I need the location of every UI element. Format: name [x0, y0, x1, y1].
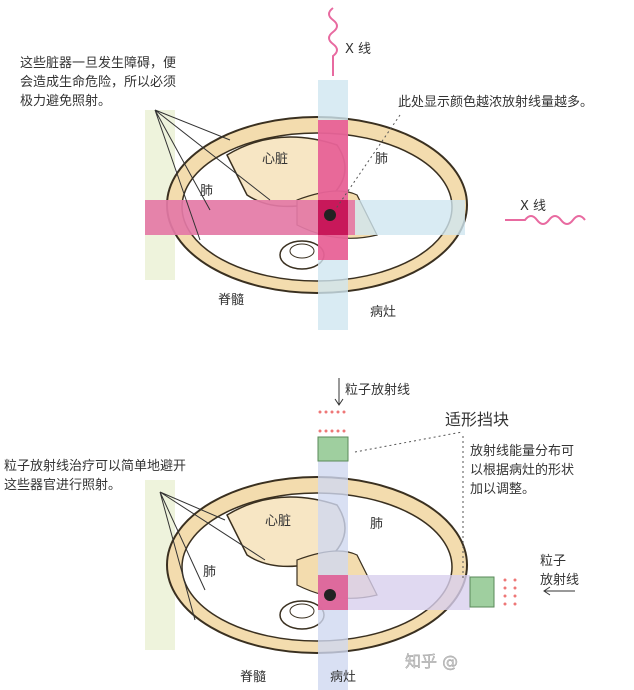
- particle-right-line-1: 粒子: [540, 554, 566, 569]
- lesion-label-bottom: 病灶: [330, 670, 356, 685]
- particle-dots: [318, 410, 517, 606]
- compensator-title: 适形挡块: [445, 410, 509, 429]
- heart-label-bottom: 心脏: [265, 514, 291, 529]
- spinal-cord-label-bottom: 脊髓: [240, 670, 266, 685]
- particle-arrow-down-icon: [334, 378, 344, 406]
- xray-wave-top-icon: [328, 7, 338, 76]
- bottom-panel: 粒子放射线 适形挡块 放射线能量分布可 以根据病灶的形状 加以调整。 粒子 放射…: [4, 378, 579, 690]
- note-leader: [334, 114, 401, 211]
- particle-arrow-left-icon: [543, 586, 575, 596]
- lung-right-label: 肺: [375, 152, 388, 167]
- intensity-note: 此处显示颜色越浓放射线量越多。: [398, 94, 593, 110]
- pointer-lines: [154, 109, 271, 241]
- compensator-line-1: 放射线能量分布可: [470, 443, 574, 459]
- pointer-lines-bottom: [159, 491, 266, 621]
- lung-right-label-bottom: 肺: [370, 517, 383, 532]
- lesion-dot-bottom: [324, 589, 336, 601]
- compensator-block-right: [469, 576, 495, 608]
- spinal-cord-label: 脊髓: [218, 293, 244, 308]
- xray-top-label: X 线: [345, 42, 371, 57]
- lung-left-label-bottom: 肺: [203, 565, 216, 580]
- vertical-dose: [318, 120, 348, 260]
- heart-label: 心脏: [262, 152, 288, 167]
- watermark: 知乎 @: [405, 652, 458, 671]
- particle-top-label: 粒子放射线: [345, 382, 410, 398]
- xray-right-label: X 线: [520, 199, 546, 214]
- lesion-dot: [324, 209, 336, 221]
- warning-line-2: 会造成生命危险，所以必须: [20, 74, 176, 90]
- note-line-2: 这些器官进行照射。: [4, 477, 121, 493]
- lung-left-label: 肺: [200, 184, 213, 199]
- lesion-label: 病灶: [370, 305, 396, 320]
- compensator-leader: [354, 431, 464, 580]
- particle-right-line-2: 放射线: [540, 572, 579, 588]
- warning-line-3: 极力避免照射。: [20, 93, 111, 109]
- compensator-block-top: [317, 436, 349, 462]
- compensator-line-2: 以根据病灶的形状: [470, 462, 574, 478]
- note-line-1: 粒子放射线治疗可以简单地避开: [4, 458, 186, 474]
- warning-line-1: 这些脏器一旦发生障碍，便: [20, 55, 176, 71]
- top-panel: 这些脏器一旦发生障碍，便 会造成生命危险，所以必须 极力避免照射。 X 线 X …: [20, 7, 593, 330]
- xray-wave-right-icon: [505, 215, 586, 225]
- compensator-line-3: 加以调整。: [470, 482, 535, 497]
